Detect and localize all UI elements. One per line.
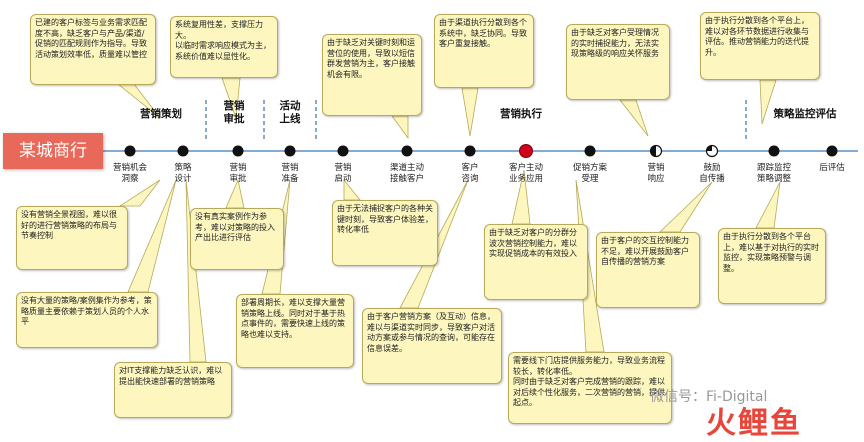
- callout-bottom: 由于执行分散到各个平台上，难以基于对执行的实时监控，实现策略预警与调整。: [718, 228, 826, 304]
- callout-top: 由于缺乏对客户受理情况的实时捕捉能力，无法实现策略级的响应关怀服务: [566, 24, 670, 100]
- phase-label: 营销策划: [140, 108, 182, 120]
- timeline-node-marker: [826, 145, 838, 157]
- callout-bottom: 由于客户营销方案（及互动）信息，难以与渠道实时同步，导致客户对活动方案或参与情况…: [362, 308, 502, 384]
- callout-pointer: [391, 115, 409, 140]
- node-label: 营销 准备: [281, 163, 299, 184]
- node-label: 营销 审批: [229, 163, 247, 184]
- node-label: 渠道主动 接触客户: [389, 163, 424, 184]
- timeline-node-marker: [177, 145, 189, 157]
- watermark-text: 微信号：Fi-Digital: [650, 389, 768, 405]
- bank-title: 某城商行: [19, 141, 87, 161]
- callout-pointer: [759, 79, 777, 125]
- timeline-node-marker: [284, 145, 296, 157]
- phase-label: 策略监控评估: [773, 108, 837, 120]
- callout-top: 已建的客户标签与业务需求匹配度不高，缺乏客户与产品/渠道/促销的匹配规则作为指导…: [30, 14, 156, 85]
- phase-label: 营销 审批: [223, 100, 245, 125]
- callout-bottom: 没有真实案例作为参考，难以对策略的投入产出比进行评估: [190, 208, 284, 270]
- node-label: 鼓励 自传播: [699, 163, 725, 184]
- callout-bottom: 没有大量的策略/案例集作为参考，策略质量主要依赖于策划人员的个人水平: [16, 292, 158, 348]
- timeline-node-marker: [232, 145, 244, 157]
- callout-top: 由于缺乏对关键时刻和运营位的使用，导致以短信群发营销为主，客户接触机会有限。: [322, 34, 422, 116]
- timeline-node-marker: [768, 145, 780, 157]
- timeline-node-marker: [519, 144, 533, 158]
- callout-bottom: 对IT支撑能力缺乏认识，难以提出能快速部署的营销策略: [114, 362, 232, 418]
- timeline-node-marker: [649, 144, 663, 158]
- callout-pointer: [118, 179, 161, 207]
- node-label: 营销 响应: [647, 163, 665, 184]
- timeline-node-marker: [401, 145, 413, 157]
- node-label: 策略 设计: [174, 163, 192, 184]
- callout-pointer: [619, 99, 649, 137]
- node-label: 客户 咨询: [461, 163, 479, 184]
- callout-bottom: 由于缺乏对客户的分群分波次营销控制能力，难以实现促销成本的有效投入: [484, 224, 588, 300]
- watermark-logo: 火鲤鱼: [706, 406, 802, 441]
- callout-bottom: 部署周期长，难以支撑大量营销策略上线。同时对于基于热点事件的，需要快速上线的策略…: [236, 294, 354, 368]
- callout-pointer: [755, 181, 781, 229]
- callout-bottom: 由于客户的交互控制能力不足，难以开展鼓励客户自传播的营销方案: [596, 232, 700, 308]
- node-label: 后评估: [819, 163, 845, 173]
- callout-pointer: [659, 181, 713, 233]
- phase-label: 活动 上线: [279, 100, 301, 125]
- node-label: 促销方案 受理: [572, 163, 607, 184]
- callout-bottom: 由于无法捕捉客户的各种关键时刻，导致客户体验差，转化率低: [332, 200, 438, 266]
- callout-top: 由于执行分散到各个平台上，难以对各环节数据进行收集与评估。推动营销能力的迭代提升…: [700, 12, 820, 80]
- node-markers: [124, 144, 838, 158]
- callout-bottom: 需要线下门店提供服务能力，导致业务流程较长，转化率低。 同时由于缺乏对客户完成营…: [508, 352, 672, 424]
- timeline-node-marker: [584, 145, 596, 157]
- timeline-node-marker: [705, 144, 719, 158]
- node-label: 营销机会 洞察: [112, 163, 147, 184]
- callout-top: 由于渠道执行分散到各个系统中，缺乏协同。导致客户重复接触。: [434, 14, 534, 88]
- callout-bottom: 没有营销全景视图，难以很好的进行营销策略的布局与节奏控制: [16, 206, 128, 270]
- bank-title-box: 某城商行: [3, 133, 103, 169]
- callout-pointer: [461, 87, 479, 137]
- phase-label: 营销执行: [500, 108, 542, 120]
- node-label: 跟踪监控 策略调整: [756, 163, 791, 184]
- node-label: 营销 启动: [334, 163, 352, 184]
- callout-pointer: [221, 77, 241, 119]
- callout-pointer: [225, 178, 245, 209]
- callout-top: 系统复用性差，支撑压力大。 以临时需求响应模式为主，系统价值难以显性化。: [170, 16, 278, 78]
- node-label: 客户主动 业务应用: [508, 163, 543, 184]
- timeline-node-marker: [337, 145, 349, 157]
- timeline-node-marker: [124, 145, 136, 157]
- timeline-node-marker: [464, 145, 476, 157]
